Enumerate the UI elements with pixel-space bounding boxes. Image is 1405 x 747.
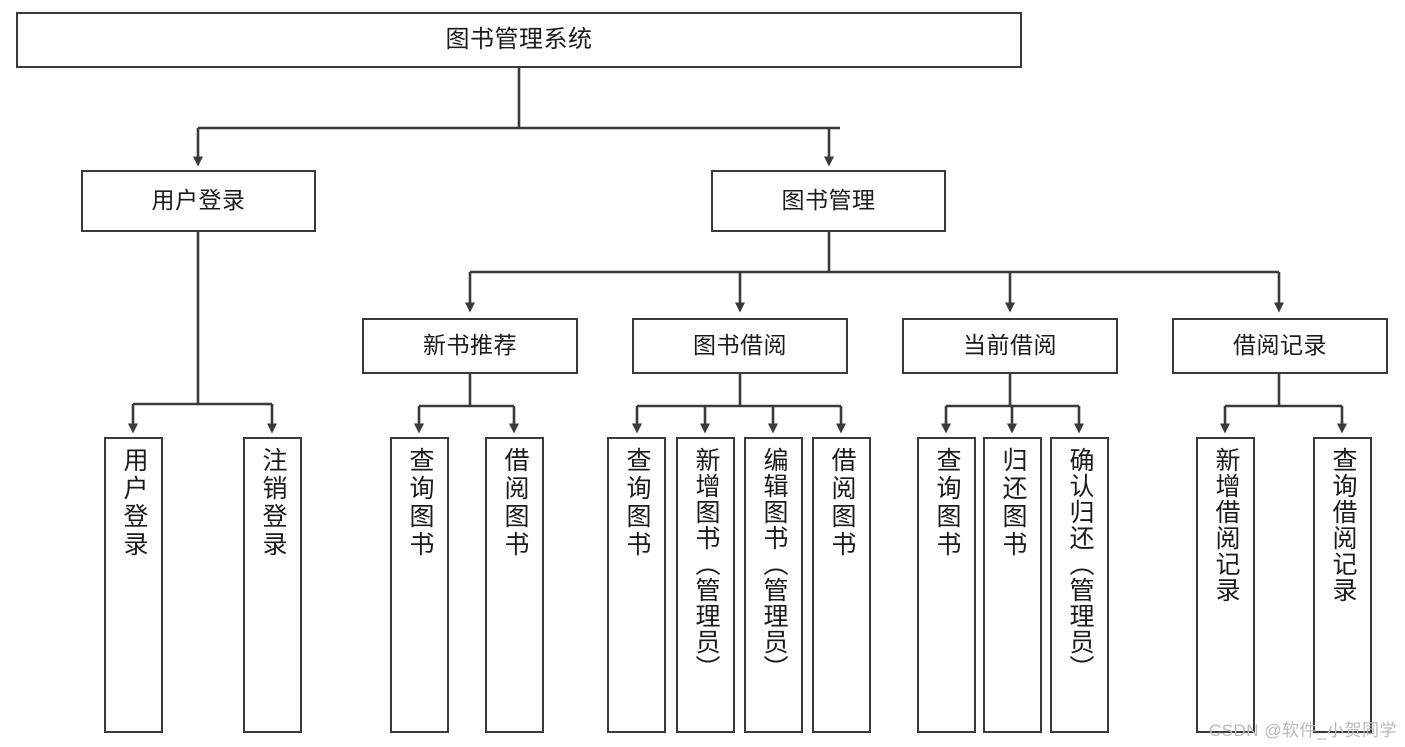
node-label: 图书借阅 xyxy=(693,332,787,359)
node-leaf-confirm-return-admin[interactable]: 确认归还（管理员） xyxy=(1050,437,1109,733)
node-label: 图书管理 xyxy=(781,187,876,214)
node-label: 确认归还（管理员） xyxy=(1066,447,1094,681)
node-book-borrow[interactable]: 图书借阅 xyxy=(632,318,848,374)
node-leaf-borrow-book-new[interactable]: 借阅图书 xyxy=(485,437,544,733)
node-new-book-recommend[interactable]: 新书推荐 xyxy=(362,318,578,374)
node-label: 归还图书 xyxy=(999,447,1027,559)
node-label: 查询图书 xyxy=(623,447,651,559)
node-label: 图书管理系统 xyxy=(445,25,593,53)
node-current-borrow[interactable]: 当前借阅 xyxy=(902,318,1118,374)
node-leaf-borrow-book[interactable]: 借阅图书 xyxy=(812,437,871,733)
node-label: 新书推荐 xyxy=(423,332,517,359)
node-leaf-user-login[interactable]: 用户登录 xyxy=(104,437,163,733)
node-borrow-record[interactable]: 借阅记录 xyxy=(1172,318,1388,374)
node-leaf-add-book-admin[interactable]: 新增图书（管理员） xyxy=(676,437,735,733)
node-label: 用户登录 xyxy=(120,447,148,559)
node-leaf-query-book-current[interactable]: 查询图书 xyxy=(917,437,976,733)
node-root-system[interactable]: 图书管理系统 xyxy=(16,12,1022,68)
node-leaf-edit-book-admin[interactable]: 编辑图书（管理员） xyxy=(744,437,803,733)
node-label: 借阅记录 xyxy=(1233,332,1327,359)
node-label: 编辑图书（管理员） xyxy=(760,447,788,681)
node-label: 新增图书（管理员） xyxy=(692,447,720,681)
node-leaf-query-borrow-record[interactable]: 查询借阅记录 xyxy=(1313,437,1372,733)
node-leaf-query-book-new[interactable]: 查询图书 xyxy=(390,437,449,733)
node-leaf-query-book-borrow[interactable]: 查询图书 xyxy=(607,437,666,733)
watermark-text: CSDN @软件_小贺同学 xyxy=(1208,721,1397,740)
node-label: 注销登录 xyxy=(259,447,287,559)
node-label: 用户登录 xyxy=(151,187,246,214)
node-label: 查询图书 xyxy=(933,447,961,559)
node-label: 查询借阅记录 xyxy=(1329,447,1357,603)
node-book-management[interactable]: 图书管理 xyxy=(711,170,946,232)
node-leaf-add-borrow-record[interactable]: 新增借阅记录 xyxy=(1196,437,1255,733)
node-label: 借阅图书 xyxy=(828,447,856,559)
node-label: 查询图书 xyxy=(406,447,434,559)
node-label: 当前借阅 xyxy=(963,332,1057,359)
node-user-login[interactable]: 用户登录 xyxy=(81,170,316,232)
node-label: 借阅图书 xyxy=(501,447,529,559)
node-leaf-logout[interactable]: 注销登录 xyxy=(243,437,302,733)
node-label: 新增借阅记录 xyxy=(1212,447,1240,603)
node-leaf-return-book[interactable]: 归还图书 xyxy=(983,437,1042,733)
